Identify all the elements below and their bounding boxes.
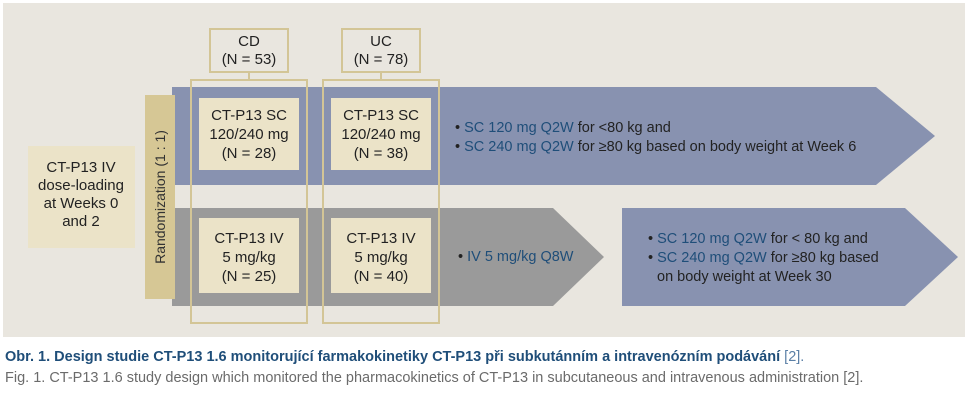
uc-iv-line-2: 5 mg/kg (354, 249, 407, 266)
switch-regimen-line-1: • SC 120 mg Q2W for < 80 kg and (648, 231, 868, 247)
cd-sc-line-2: 120/240 mg (209, 126, 288, 143)
loading-line-2: dose-loading (38, 177, 124, 194)
switch-arrow (622, 208, 958, 306)
sc-regimen-line-2: • SC 240 mg Q2W for ≥80 kg based on body… (455, 139, 856, 155)
uc-column-outline (322, 79, 440, 324)
uc-group-header (341, 28, 421, 73)
cd-group-header (209, 28, 289, 73)
randomization-bar (145, 95, 175, 299)
loading-line-3: at Weeks 0 (44, 195, 119, 212)
caption-english: Fig. 1. CT-P13 1.6 study design which mo… (5, 370, 864, 386)
cd-column-outline (190, 79, 308, 324)
randomization-label: Randomization (1 : 1) (152, 130, 168, 264)
iv-regimen-line: • IV 5 mg/kg Q8W (458, 249, 574, 265)
loading-line-4: and 2 (62, 213, 100, 230)
uc-sc-box (331, 98, 431, 170)
figure-caption: Obr. 1. Design studie CT-P13 1.6 monitor… (5, 348, 960, 388)
cd-sc-box (199, 98, 299, 170)
uc-group-name: UC (370, 33, 392, 50)
uc-sc-line-2: 120/240 mg (341, 126, 420, 143)
caption-czech-title: Obr. 1. Design studie CT-P13 1.6 monitor… (5, 349, 781, 365)
loading-box (28, 146, 135, 248)
loading-line-1: CT-P13 IV (46, 159, 115, 176)
uc-iv-line-1: CT-P13 IV (346, 230, 415, 247)
uc-iv-line-3: (N = 40) (354, 268, 409, 285)
uc-sc-line-3: (N = 38) (354, 145, 409, 162)
cd-iv-line-1: CT-P13 IV (214, 230, 283, 247)
cd-sc-line-3: (N = 28) (222, 145, 277, 162)
cd-iv-line-3: (N = 25) (222, 268, 277, 285)
uc-iv-box (331, 218, 431, 293)
cd-sc-line-1: CT-P13 SC (211, 107, 287, 124)
switch-regimen-line-2: • SC 240 mg Q2W for ≥80 kg based (648, 250, 879, 266)
caption-czech: Obr. 1. Design studie CT-P13 1.6 monitor… (5, 348, 960, 367)
sc-regimen-line-1: • SC 120 mg Q2W for <80 kg and (455, 120, 671, 136)
cd-iv-box (199, 218, 299, 293)
cd-group-count: (N = 53) (222, 51, 277, 68)
uc-sc-line-1: CT-P13 SC (343, 107, 419, 124)
cd-group-name: CD (238, 33, 260, 50)
cd-iv-line-2: 5 mg/kg (222, 249, 275, 266)
switch-regimen-line-3: on body weight at Week 30 (657, 269, 832, 285)
caption-czech-reference: [2]. (784, 349, 805, 365)
uc-group-count: (N = 78) (354, 51, 409, 68)
